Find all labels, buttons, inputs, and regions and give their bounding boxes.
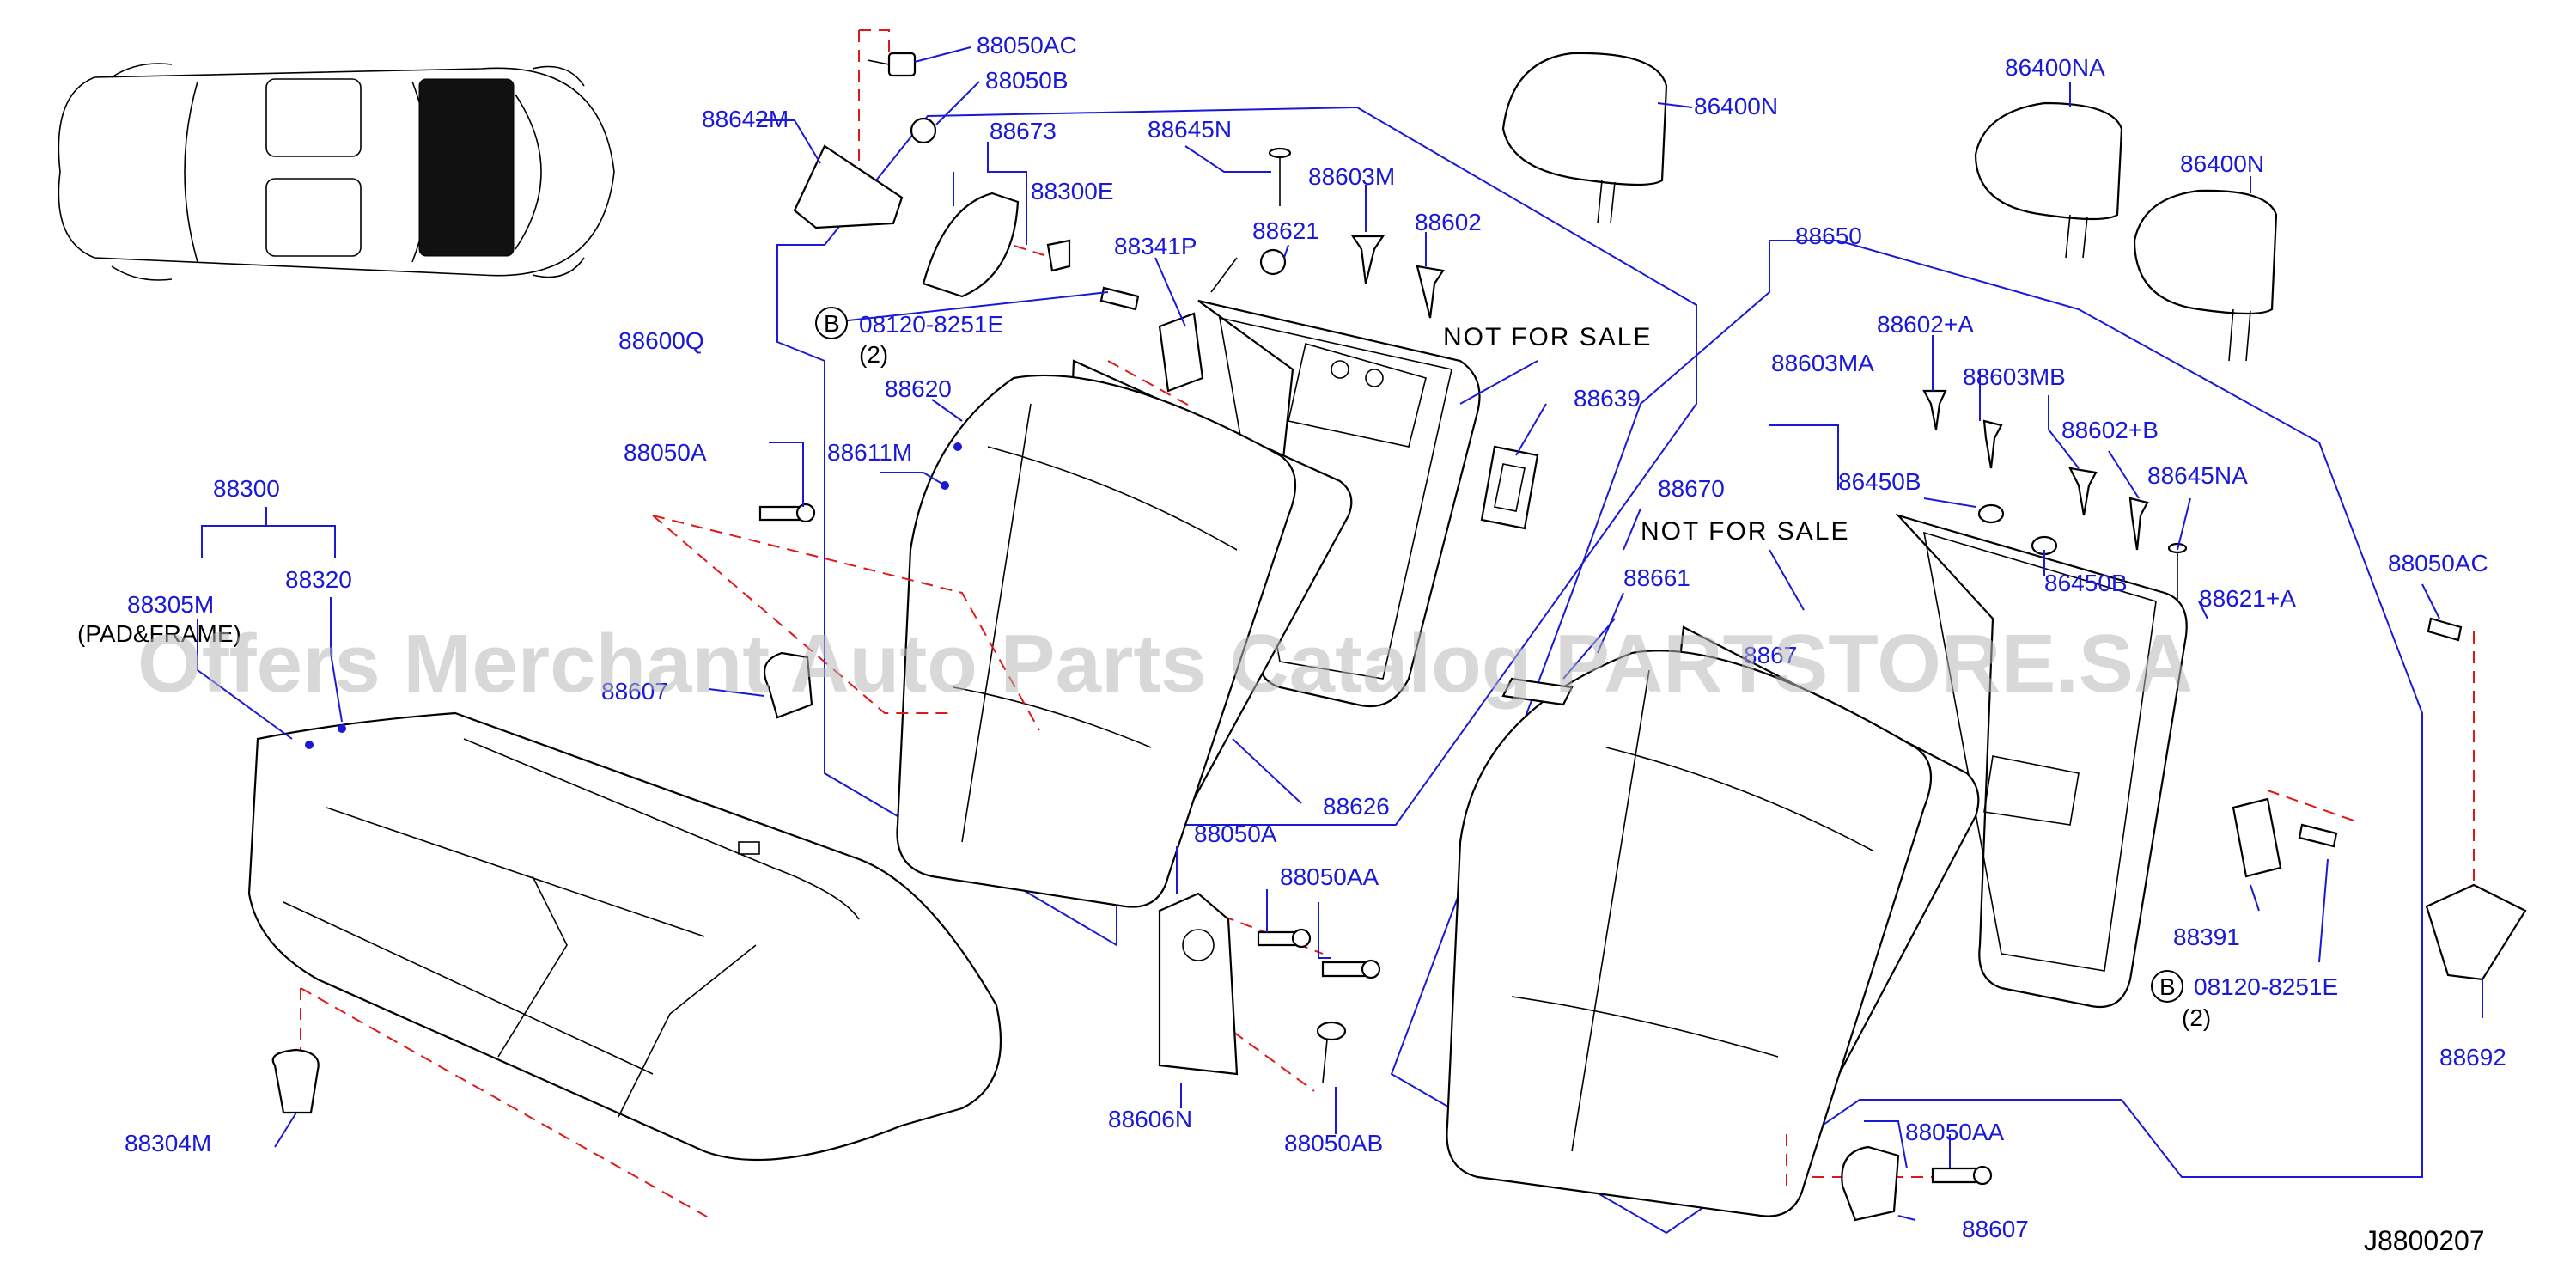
bolt-ref-code: 08120-8251E — [859, 311, 1003, 338]
label-88050AC-top: 88050AC — [977, 32, 1077, 58]
bolt-ref-left: B 08120-8251E (2) — [815, 307, 1003, 368]
label-88600Q: 88600Q — [618, 327, 704, 354]
watermark: Offers Merchant Auto Parts Catalog PARTS… — [137, 618, 2193, 710]
label-88639: 88639 — [1574, 385, 1641, 412]
highlighted-seat-area — [418, 78, 515, 257]
label-88673: 88673 — [990, 118, 1057, 144]
label-88050AA-mid: 88050AA — [1280, 863, 1379, 890]
label-88620: 88620 — [885, 375, 952, 402]
label-88642M: 88642M — [702, 106, 789, 132]
label-88692: 88692 — [2439, 1044, 2506, 1071]
headrest-86400N-upper — [1501, 52, 1693, 224]
part-labels: 88050AC 88050B 88642M 88673 88300E 88645… — [77, 32, 2506, 1242]
label-88050A-left: 88050A — [624, 439, 707, 466]
label-88661: 88661 — [1623, 564, 1690, 591]
label-88611M: 88611M — [827, 439, 912, 466]
label-pad-frame-note: (PAD&FRAME) — [77, 620, 241, 647]
label-86400N-upper: 86400N — [1694, 93, 1778, 119]
label-88603MA: 88603MA — [1771, 350, 1874, 376]
bolt-ref-qty: (2) — [859, 341, 888, 368]
label-88607-bottom: 88607 — [1962, 1216, 2029, 1242]
label-8867-partial: 8867 — [1744, 642, 1797, 668]
label-88645NA: 88645NA — [2147, 462, 2248, 489]
diagram-code: J8800207 — [2364, 1225, 2485, 1256]
label-88621: 88621 — [1252, 217, 1319, 244]
label-88300: 88300 — [213, 475, 280, 502]
label-88603M: 88603M — [1308, 163, 1395, 190]
leader-lines — [197, 46, 2483, 1221]
label-88645N: 88645N — [1148, 116, 1232, 143]
label-88050B: 88050B — [985, 67, 1069, 94]
label-88050A-mid: 88050A — [1194, 821, 1277, 847]
not-for-sale-label-upper: NOT FOR SALE — [1443, 323, 1653, 351]
label-88050AA-bottom: 88050AA — [1905, 1119, 2005, 1145]
label-88050AC-right: 88050AC — [2388, 550, 2488, 576]
bolt-ref-qty: (2) — [2182, 1004, 2211, 1031]
label-88602A: 88602+A — [1877, 311, 1974, 338]
seat-cushion-88300 — [247, 711, 1002, 1162]
bolt-ref-code: 08120-8251E — [2194, 973, 2338, 1000]
bolt-ref-right: B 08120-8251E (2) — [2151, 970, 2338, 1031]
label-86450B-a: 86450B — [1838, 468, 1921, 495]
not-for-sale-label-lower: NOT FOR SALE — [1641, 517, 1850, 546]
label-88603MB: 88603MB — [1963, 363, 2066, 390]
label-88305M: 88305M — [127, 591, 214, 618]
hardware-parts — [271, 52, 2527, 1222]
bolt-ref-symbol: B — [2159, 973, 2176, 1000]
label-88626: 88626 — [1323, 793, 1390, 820]
bolt-ref-symbol: B — [824, 310, 840, 337]
label-88602B: 88602+B — [2061, 417, 2159, 443]
label-86400N-lower: 86400N — [2180, 150, 2264, 177]
label-88606N: 88606N — [1108, 1106, 1192, 1132]
headrest-86400N-lower — [2133, 176, 2278, 362]
label-88304M: 88304M — [125, 1130, 211, 1156]
label-88341P: 88341P — [1114, 233, 1197, 259]
label-88320: 88320 — [285, 566, 352, 593]
label-88607-left: 88607 — [601, 678, 668, 705]
headrest-86400NA — [1974, 82, 2123, 259]
right-seatback-assembly — [1390, 240, 2423, 1235]
label-88650: 88650 — [1795, 223, 1862, 249]
label-88300E: 88300E — [1031, 178, 1114, 204]
part-88639 — [1480, 403, 1547, 530]
label-88621A: 88621+A — [2199, 585, 2296, 612]
label-88050AB: 88050AB — [1284, 1130, 1383, 1156]
label-88391: 88391 — [2173, 924, 2240, 950]
vehicle-locator — [58, 63, 615, 281]
label-88602: 88602 — [1415, 209, 1482, 235]
left-seatback-assembly — [776, 106, 1697, 947]
label-88670: 88670 — [1658, 475, 1725, 502]
label-86400NA: 86400NA — [2005, 54, 2105, 81]
label-86450B-b: 86450B — [2044, 570, 2128, 596]
